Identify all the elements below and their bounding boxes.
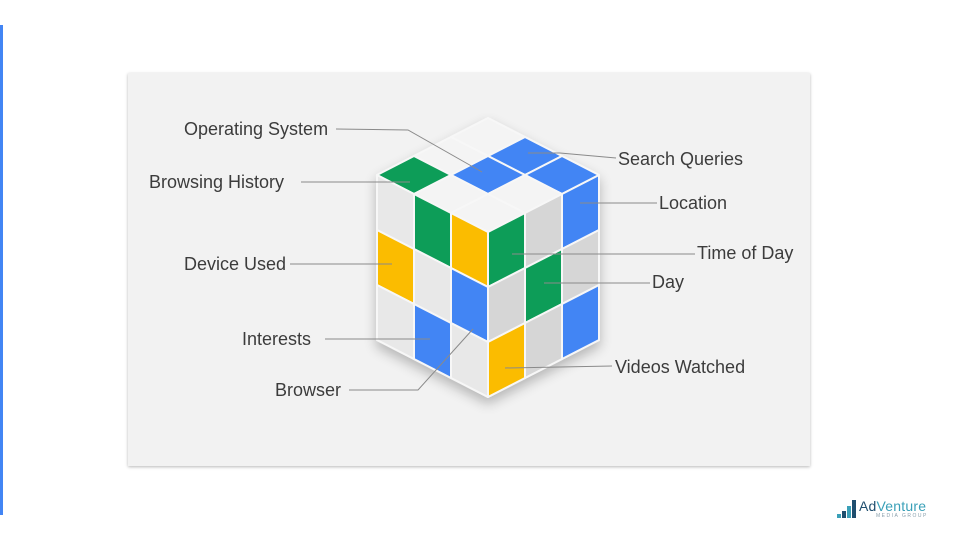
label-location: Location bbox=[659, 193, 728, 213]
label-browser: Browser bbox=[275, 380, 342, 400]
leader-operating-system bbox=[335, 128, 483, 173]
label-videos-watched: Videos Watched bbox=[615, 357, 746, 377]
logo-subtitle: MEDIA GROUP bbox=[876, 513, 928, 519]
leader-videos-watched bbox=[504, 365, 613, 369]
cube-right-sticker bbox=[561, 284, 600, 360]
rubiks-cube bbox=[376, 117, 600, 398]
label-operating-system: Operating System bbox=[184, 119, 329, 139]
leader-search-queries bbox=[528, 152, 617, 159]
logo-mark-icon bbox=[837, 500, 856, 518]
label-time-of-day: Time of Day bbox=[697, 243, 794, 263]
label-search-queries: Search Queries bbox=[618, 149, 744, 169]
logo-wordmark: AdVenture bbox=[859, 498, 927, 514]
label-day: Day bbox=[652, 272, 685, 292]
leader-lines bbox=[290, 128, 695, 391]
leader-browser bbox=[349, 328, 474, 391]
label-browsing-history: Browsing History bbox=[149, 172, 285, 192]
adventure-logo: AdVenture MEDIA GROUP bbox=[836, 498, 936, 522]
label-device-used: Device Used bbox=[184, 254, 287, 274]
label-interests: Interests bbox=[242, 329, 312, 349]
accent-bar bbox=[0, 25, 3, 515]
